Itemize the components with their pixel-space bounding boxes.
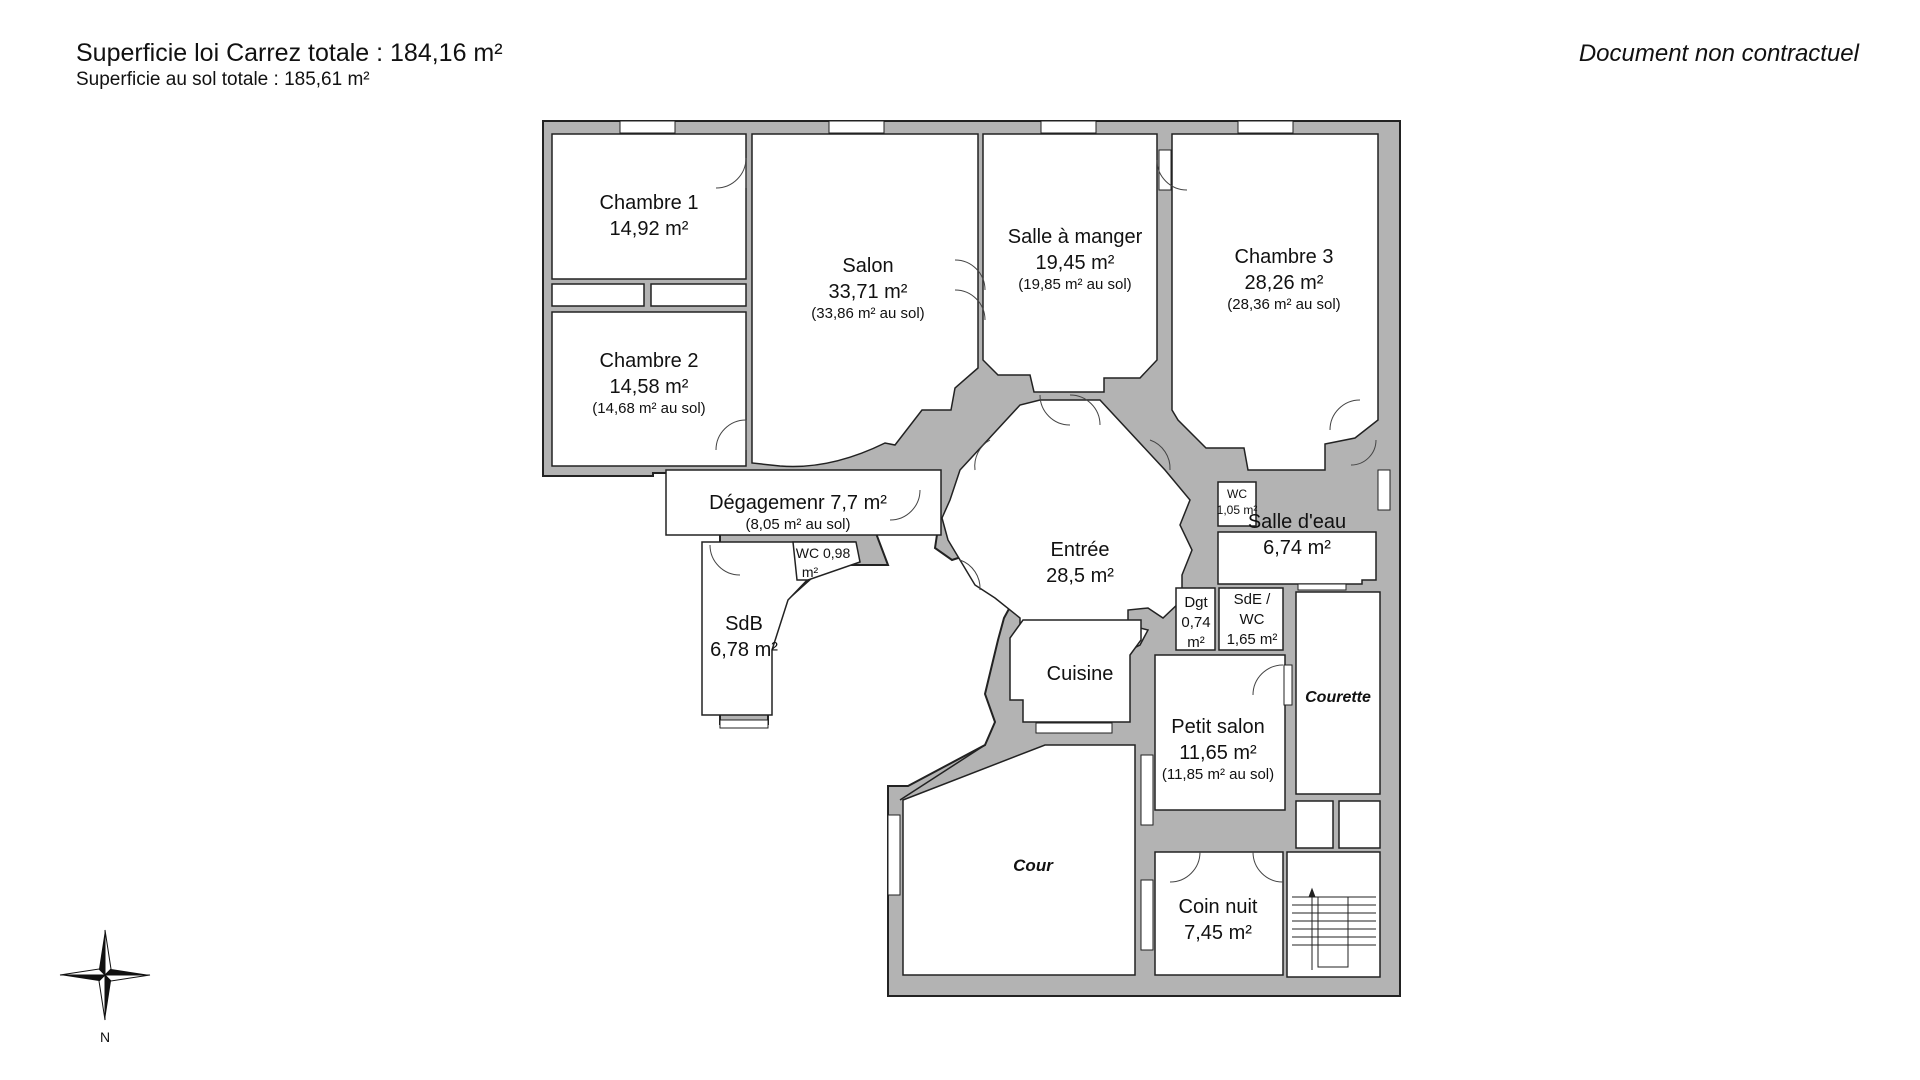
room-salon (751, 133, 979, 468)
room-chambre3 (1171, 133, 1379, 471)
sdb-area: 6,78 m² (710, 639, 778, 661)
petit-salon-sol: (11,85 m² au sol) (1162, 766, 1274, 783)
salon-sol: (33,86 m² au sol) (811, 305, 924, 322)
room-degagement (665, 469, 942, 536)
salon-area: 33,71 m² (829, 281, 908, 303)
stairs (1292, 887, 1376, 970)
closet-1 (551, 283, 645, 307)
chambre2-name: Chambre 2 (600, 350, 699, 372)
rooms (551, 133, 1381, 978)
chambre2-sol: (14,68 m² au sol) (592, 400, 705, 417)
stairwell (1286, 851, 1381, 978)
sde-wc-line2: WC (1240, 611, 1265, 628)
room-wc2 (1217, 481, 1257, 527)
entree-name: Entrée (1051, 539, 1110, 561)
salle-manger-name: Salle à manger (1008, 226, 1143, 248)
wc1-line2: m² (802, 564, 819, 580)
wc2-line1: WC (1227, 487, 1247, 501)
petit-salon-area: 11,65 m² (1179, 742, 1257, 764)
cuisine-name: Cuisine (1047, 663, 1114, 685)
disclaimer-text: Document non contractuel (1578, 40, 1859, 67)
room-dgt (1175, 587, 1216, 651)
chambre3-area: 28,26 m² (1245, 272, 1324, 294)
salon-name: Salon (842, 255, 893, 277)
salle-manger-area: 19,45 m² (1036, 252, 1115, 274)
closet-2 (650, 283, 747, 307)
dgt-line1: Dgt (1184, 594, 1208, 611)
compass-rose-icon: N (59, 929, 151, 1045)
degagement-name: Dégagemenr 7,7 m² (709, 492, 887, 514)
windows (619, 120, 1391, 951)
room-cuisine (1009, 619, 1142, 723)
entree-area: 28,5 m² (1046, 565, 1114, 587)
petit-salon-name: Petit salon (1171, 716, 1264, 738)
room-sde-wc (1218, 587, 1284, 651)
wc2-line2: 1,05 m² (1217, 503, 1258, 517)
chambre1-name: Chambre 1 (600, 192, 699, 214)
room-courette (1295, 591, 1381, 795)
chambre1-area: 14,92 m² (610, 218, 689, 240)
room-petit-salon (1154, 654, 1286, 811)
room-wc1 (792, 541, 861, 581)
plan-header: Superficie loi Carrez totale : 184,16 m²… (76, 38, 503, 92)
salle-eau-area: 6,74 m² (1263, 537, 1331, 559)
sdb-name: SdB (725, 613, 763, 635)
chambre2-area: 14,58 m² (610, 376, 689, 398)
dgt-line2: 0,74 (1181, 614, 1210, 631)
doors (709, 157, 1377, 883)
salle-eau-name: Salle d'eau (1248, 511, 1346, 533)
room-chambre2 (551, 311, 747, 467)
cour-name: Cour (1013, 856, 1054, 875)
carrez-total-text: Superficie loi Carrez totale : 184,16 m² (76, 39, 503, 67)
degagement-sol: (8,05 m² au sol) (745, 516, 850, 533)
coin-nuit-name: Coin nuit (1179, 896, 1258, 918)
sde-wc-line1: SdE / (1234, 591, 1272, 608)
room-salle-eau (1217, 531, 1377, 585)
wc1-line1: WC 0,98 (796, 545, 851, 561)
ground-total-text: Superficie au sol totale : 185,61 m² (76, 69, 370, 90)
courette-name: Courette (1305, 689, 1371, 706)
sde-wc-line3: 1,65 m² (1227, 631, 1278, 648)
room-salle-manger (982, 133, 1158, 393)
closet-4 (1338, 800, 1381, 849)
closet-3 (1295, 800, 1334, 849)
chambre3-sol: (28,36 m² au sol) (1227, 296, 1340, 313)
room-entree (941, 399, 1193, 656)
salle-manger-sol: (19,85 m² au sol) (1018, 276, 1131, 293)
room-labels: Chambre 1 14,92 m² Chambre 2 14,58 m² (1… (592, 192, 1371, 944)
chambre3-name: Chambre 3 (1235, 246, 1334, 268)
room-cour (902, 744, 1136, 976)
room-chambre1 (551, 133, 747, 280)
dgt-line3: m² (1187, 634, 1205, 651)
coin-nuit-area: 7,45 m² (1184, 922, 1252, 944)
compass-north-label: N (100, 1029, 110, 1045)
